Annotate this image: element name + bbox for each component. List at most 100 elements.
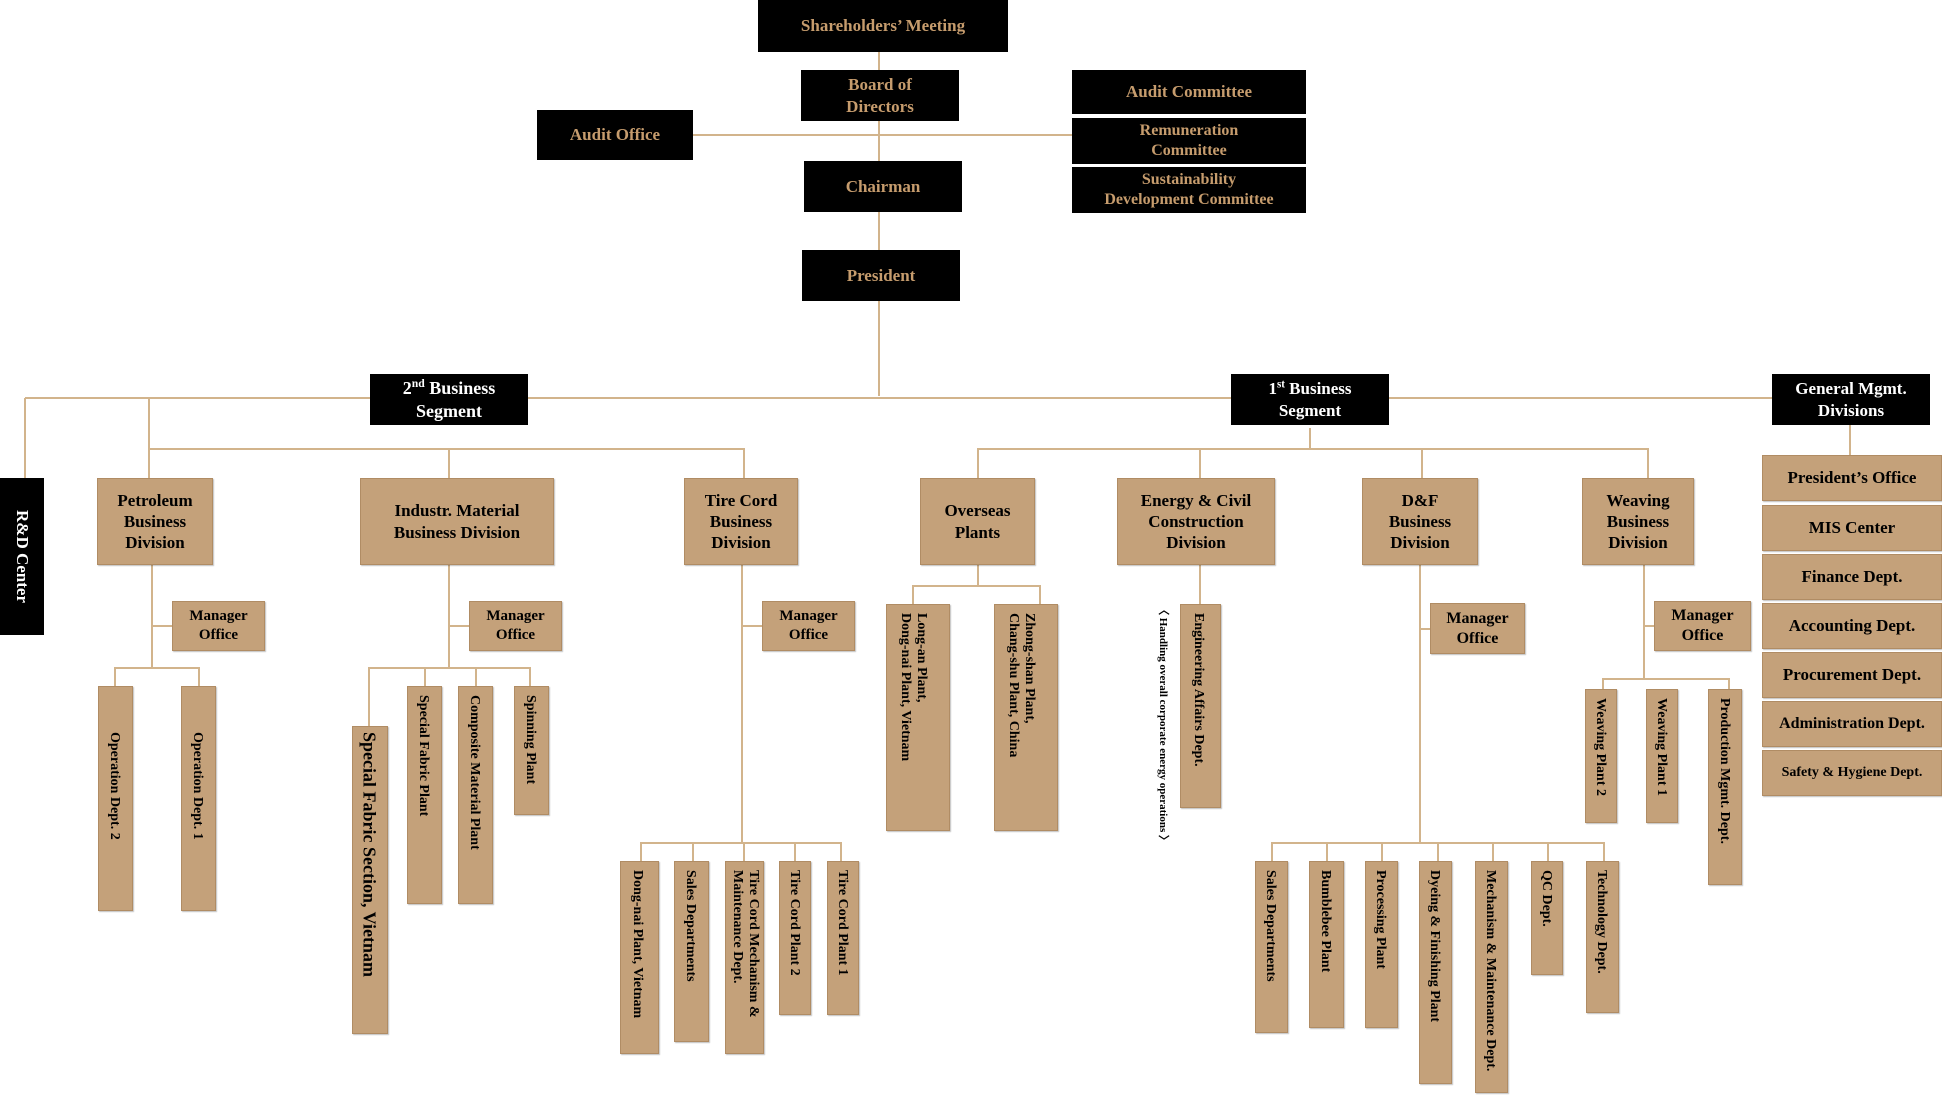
connector (977, 448, 1649, 478)
production-mgmt-dept-label: Production Mgmt. Dept. (1717, 698, 1733, 844)
weaving-division-label: Weaving Business Division (1606, 490, 1670, 553)
tire-cord-sales-departments-box: Sales Departments (674, 861, 709, 1042)
df-sales-departments-box: Sales Departments (1255, 861, 1288, 1033)
mis-center-box: MIS Center (1762, 505, 1942, 551)
energy-civil-construction-label: Energy & Civil Construction Division (1140, 490, 1252, 553)
composite-material-plant-label: Composite Material Plant (467, 695, 483, 850)
weaving-manager-office-label: Manager Office (1671, 607, 1734, 644)
spinning-plant-box: Spinning Plant (514, 686, 549, 815)
dyeing-finishing-plant-box: Dyeing & Finishing Plant (1419, 861, 1452, 1084)
connector (368, 667, 531, 726)
audit-committee-box: Audit Committee (1072, 70, 1306, 114)
president-label: President (846, 265, 916, 285)
connector (1602, 678, 1730, 689)
shareholders-meeting-label: Shareholders’ Meeting (800, 16, 966, 36)
safety-hygiene-dept-label: Safety & Hygiene Dept. (1781, 765, 1923, 781)
connector (149, 448, 745, 478)
df-mechanism-maintenance-label: Mechanism & Maintenance Dept. (1483, 870, 1499, 1072)
chairman-box: Chairman (804, 161, 962, 212)
overseas-plants-box: Overseas Plants (920, 478, 1035, 565)
operation-dept-2-label: Operation Dept. 2 (107, 732, 123, 840)
operation-dept-1-box: Operation Dept. 1 (181, 686, 216, 911)
petroleum-division-label: Petroleum Business Division (117, 490, 193, 553)
administration-dept-box: Administration Dept. (1762, 701, 1942, 747)
board-of-directors-label: Board of Directors (846, 75, 914, 116)
tire-cord-mechanism-maintenance-label: Tire Cord Mechanism & Maintenance Dept. (730, 870, 762, 1018)
df-manager-office-label: Manager Office (1446, 609, 1509, 647)
finance-dept-box: Finance Dept. (1762, 554, 1942, 600)
connector (640, 842, 842, 861)
presidents-office-box: President’s Office (1762, 455, 1942, 501)
engineering-affairs-dept-box: Engineering Affairs Dept. (1180, 604, 1221, 808)
chairman-label: Chairman (845, 176, 921, 196)
df-mechanism-maintenance-box: Mechanism & Maintenance Dept. (1475, 861, 1508, 1093)
petroleum-manager-office-box: Manager Office (172, 601, 265, 651)
remuneration-committee-label: Remuneration Committee (1139, 122, 1239, 159)
tire-cord-manager-office-label: Manager Office (779, 608, 838, 643)
qc-dept-box: QC Dept. (1531, 861, 1563, 975)
general-mgmt-divisions-box: General Mgmt. Divisions (1772, 374, 1930, 425)
technology-dept-box: Technology Dept. (1586, 861, 1619, 1013)
connector (912, 585, 1041, 604)
weaving-plant-1-label: Weaving Plant 1 (1654, 698, 1670, 797)
weaving-division-box: Weaving Business Division (1582, 478, 1694, 565)
energy-operations-note: 〈 Handling overall corporate energy oper… (1157, 604, 1169, 846)
df-division-box: D&F Business Division (1362, 478, 1478, 565)
engineering-affairs-dept-label: Engineering Affairs Dept. (1191, 613, 1207, 767)
tire-cord-sales-departments-label: Sales Departments (683, 870, 699, 982)
special-fabric-section-vietnam-label: Special Fabric Section, Vietnam (359, 732, 380, 977)
sustainability-committee-label: Sustainability Development Committee (1104, 171, 1274, 208)
production-mgmt-dept-box: Production Mgmt. Dept. (1708, 689, 1742, 885)
petroleum-division-box: Petroleum Business Division (97, 478, 213, 565)
bumblebee-plant-label: Bumblebee Plant (1318, 870, 1334, 973)
tire-cord-plant-1-box: Tire Cord Plant 1 (827, 861, 859, 1015)
accounting-dept-box: Accounting Dept. (1762, 603, 1942, 649)
tire-cord-division-label: Tire Cord Business Division (704, 490, 778, 553)
spinning-plant-label: Spinning Plant (523, 695, 539, 785)
tire-cord-plant-1-label: Tire Cord Plant 1 (835, 870, 851, 976)
dong-nai-plant-vietnam-box: Dong-nai Plant, Vietnam (620, 861, 659, 1054)
df-division-label: D&F Business Division (1388, 490, 1452, 553)
df-manager-office-box: Manager Office (1430, 603, 1525, 654)
industrial-manager-office-box: Manager Office (469, 601, 562, 651)
weaving-plant-1-box: Weaving Plant 1 (1646, 689, 1678, 823)
composite-material-plant-box: Composite Material Plant (458, 686, 493, 904)
vietnam-plants-label: Long-an Plant, Dong-nai Plant, Vietnam (898, 613, 930, 762)
finance-dept-label: Finance Dept. (1801, 567, 1903, 587)
procurement-dept-box: Procurement Dept. (1762, 652, 1942, 698)
bumblebee-plant-box: Bumblebee Plant (1309, 861, 1344, 1028)
vietnam-plants-box: Long-an Plant, Dong-nai Plant, Vietnam (886, 604, 950, 831)
sustainability-committee-box: Sustainability Development Committee (1072, 167, 1306, 213)
tire-cord-manager-office-box: Manager Office (762, 601, 855, 651)
industrial-material-division-box: Industr. Material Business Division (360, 478, 554, 565)
weaving-plant-2-box: Weaving Plant 2 (1585, 689, 1617, 823)
overseas-plants-label: Overseas Plants (944, 501, 1011, 542)
petroleum-manager-office-label: Manager Office (189, 608, 248, 643)
tire-cord-plant-2-label: Tire Cord Plant 2 (787, 870, 803, 976)
df-sales-departments-label: Sales Departments (1263, 870, 1279, 982)
connector (114, 667, 200, 686)
technology-dept-label: Technology Dept. (1594, 870, 1610, 974)
china-plants-box: Zhong-shan Plant, Chang-shu Plant, China (994, 604, 1058, 831)
industrial-manager-office-label: Manager Office (486, 608, 545, 643)
processing-plant-box: Processing Plant (1365, 861, 1398, 1028)
special-fabric-plant-label: Special Fabric Plant (416, 695, 432, 817)
weaving-plant-2-label: Weaving Plant 2 (1593, 698, 1609, 797)
safety-hygiene-dept-box: Safety & Hygiene Dept. (1762, 750, 1942, 796)
tire-cord-division-box: Tire Cord Business Division (684, 478, 798, 565)
energy-civil-construction-box: Energy & Civil Construction Division (1117, 478, 1275, 565)
connector-group (24, 52, 1852, 861)
dong-nai-plant-vietnam-label: Dong-nai Plant, Vietnam (630, 870, 646, 1019)
procurement-dept-label: Procurement Dept. (1782, 665, 1922, 685)
shareholders-meeting-box: Shareholders’ Meeting (758, 0, 1008, 52)
rd-center-box: R&D Center (0, 478, 44, 635)
operation-dept-1-label: Operation Dept. 1 (190, 732, 206, 840)
remuneration-committee-box: Remuneration Committee (1072, 118, 1306, 164)
audit-office-box: Audit Office (537, 110, 693, 160)
qc-dept-label: QC Dept. (1539, 870, 1555, 927)
